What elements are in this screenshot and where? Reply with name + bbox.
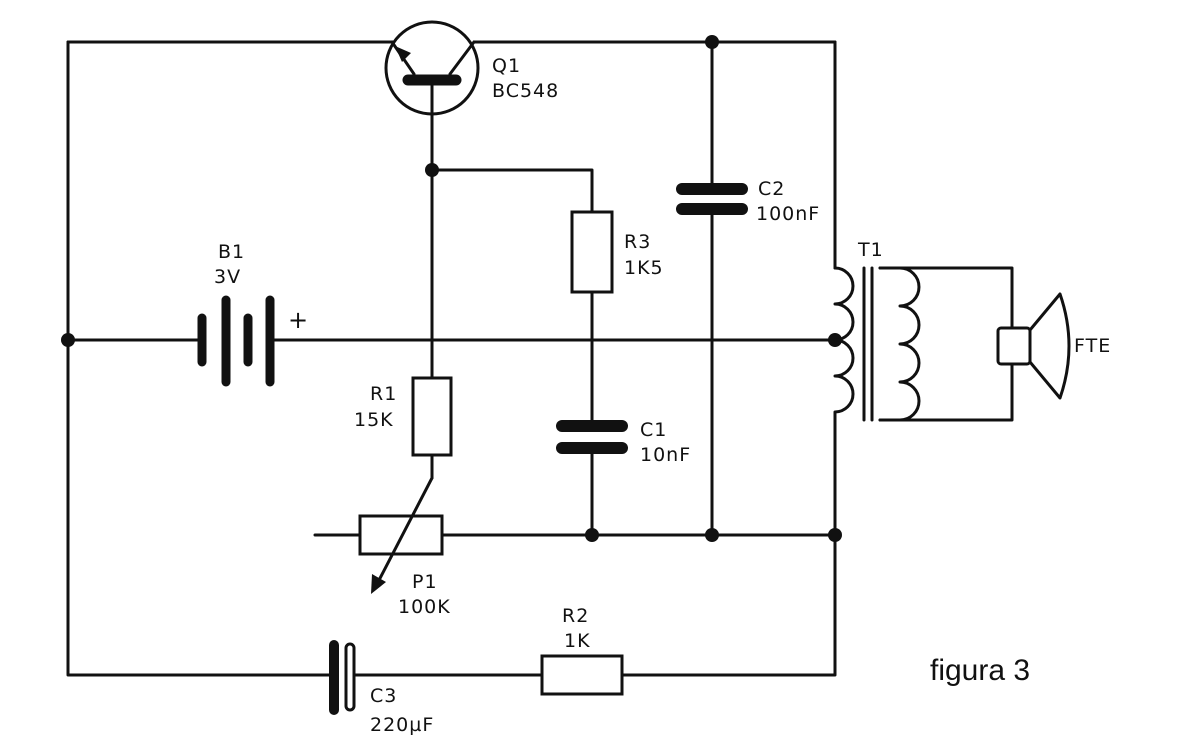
capacitor-c3: C3 220µF bbox=[329, 640, 434, 736]
junction-dot bbox=[61, 333, 75, 347]
wires bbox=[66, 40, 1014, 677]
transistor-q1: Q1 BC548 bbox=[384, 20, 559, 116]
figure-caption: figura 3 bbox=[930, 654, 1030, 687]
speaker-cone bbox=[1028, 292, 1071, 400]
capacitor-hollow-plate bbox=[344, 642, 356, 712]
junction-dot bbox=[828, 528, 842, 542]
emitter-arrow-icon bbox=[395, 46, 411, 62]
r3-value-label: 1K5 bbox=[624, 257, 664, 279]
b1-value-label: 3V bbox=[214, 266, 241, 288]
r2-ref-label: R2 bbox=[562, 605, 589, 627]
capacitor-c2: C2 100nF bbox=[676, 178, 820, 225]
c1-value-label: 10nF bbox=[640, 444, 691, 466]
r2-value-label: 1K bbox=[564, 630, 591, 652]
c2-ref-label: C2 bbox=[758, 178, 785, 200]
r1-value-label: 15K bbox=[354, 409, 394, 431]
r1-ref-label: R1 bbox=[370, 383, 397, 405]
transformer-secondary-coil bbox=[878, 266, 921, 422]
q1-value-label: BC548 bbox=[492, 80, 559, 102]
transistor-collector-lead bbox=[448, 40, 476, 76]
c3-ref-label: C3 bbox=[370, 685, 397, 707]
transformer-t1: T1 bbox=[833, 239, 921, 422]
resistor-body bbox=[411, 376, 453, 457]
junction-dot bbox=[585, 528, 599, 542]
transformer-primary-coil bbox=[833, 266, 855, 422]
r3-ref-label: R3 bbox=[624, 231, 651, 253]
q1-ref-label: Q1 bbox=[492, 55, 521, 77]
speaker-magnet bbox=[996, 326, 1032, 366]
p1-ref-label: P1 bbox=[412, 571, 438, 593]
speaker-fte: FTE bbox=[996, 292, 1111, 400]
potentiometer-wiper bbox=[374, 476, 434, 588]
resistor-r2: R2 1K bbox=[540, 605, 624, 696]
c1-ref-label: C1 bbox=[640, 419, 667, 441]
wiper-arrow-icon bbox=[371, 574, 386, 594]
wire-speaker-loop bbox=[878, 266, 1014, 422]
fte-ref-label: FTE bbox=[1074, 335, 1111, 357]
wire-right-rail bbox=[620, 40, 837, 677]
junction-dot bbox=[705, 35, 719, 49]
capacitor-c1: C1 10nF bbox=[556, 419, 691, 466]
t1-ref-label: T1 bbox=[857, 239, 884, 261]
resistor-body bbox=[570, 210, 614, 294]
resistor-body bbox=[540, 654, 624, 696]
p1-value-label: 100K bbox=[398, 596, 451, 618]
wire-left-rail bbox=[66, 40, 332, 677]
junction-dot bbox=[705, 528, 719, 542]
wire-r3-branch bbox=[430, 168, 594, 214]
b1-ref-label: B1 bbox=[218, 241, 245, 263]
resistor-r3: R3 1K5 bbox=[570, 210, 664, 294]
junctions bbox=[61, 35, 842, 542]
junction-dot bbox=[425, 163, 439, 177]
c3-value-label: 220µF bbox=[370, 714, 434, 736]
resistor-r1: R1 15K bbox=[354, 376, 453, 457]
battery-b1: B1 3V + bbox=[197, 241, 309, 387]
c2-value-label: 100nF bbox=[756, 203, 820, 225]
b1-polarity-label: + bbox=[288, 306, 309, 334]
potentiometer-p1: P1 100K bbox=[358, 476, 451, 618]
